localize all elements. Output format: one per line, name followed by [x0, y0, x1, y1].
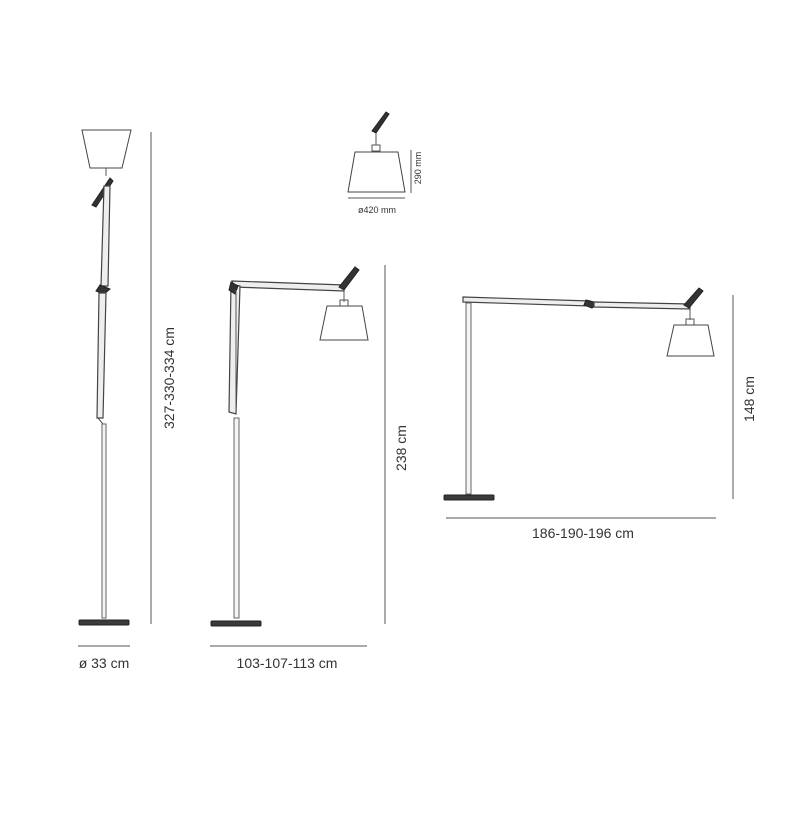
- horizontal-shade: [666, 324, 715, 357]
- base-diameter-label: ø 33 cm: [79, 655, 130, 671]
- angled-pole: [233, 417, 240, 619]
- horizontal-arm-left: [462, 296, 591, 307]
- angled-height-label: 238 cm: [393, 425, 409, 471]
- angled-top-arm: [231, 280, 345, 292]
- upright-height-label: 327-330-334 cm: [161, 327, 177, 429]
- detail-knob: [371, 111, 390, 134]
- horizontal-base: [443, 494, 495, 501]
- lamp-upright: 327-330-334 cm ø 33 cm: [78, 129, 177, 671]
- upright-lower-arm: [96, 292, 107, 419]
- horizontal-arm-right: [593, 301, 691, 310]
- detail-shade: [347, 151, 406, 193]
- horizontal-tension-knob: [683, 287, 704, 309]
- horizontal-height-label: 148 cm: [741, 376, 757, 422]
- angled-reach-label: 103-107-113 cm: [237, 655, 338, 671]
- lamp-angled: 238 cm 103-107-113 cm: [210, 265, 409, 671]
- angled-shade: [319, 305, 369, 341]
- upright-pole: [101, 423, 107, 619]
- shade-detail: 290 mm ø420 mm: [347, 111, 423, 215]
- horizontal-pole: [465, 302, 472, 495]
- angled-tension-knob: [338, 266, 360, 291]
- horizontal-reach-label: 186-190-196 cm: [532, 525, 634, 541]
- upright-base: [78, 619, 130, 626]
- upright-tension-knob: [91, 177, 114, 208]
- lamp-horizontal: 148 cm 186-190-196 cm: [443, 287, 757, 541]
- shade-height-label: 290 mm: [413, 152, 423, 185]
- upright-upper-arm: [100, 185, 111, 287]
- angled-upper-arm: [228, 283, 241, 415]
- upright-shade: [81, 129, 132, 169]
- shade-diameter-label: ø420 mm: [358, 205, 396, 215]
- angled-base: [210, 620, 262, 627]
